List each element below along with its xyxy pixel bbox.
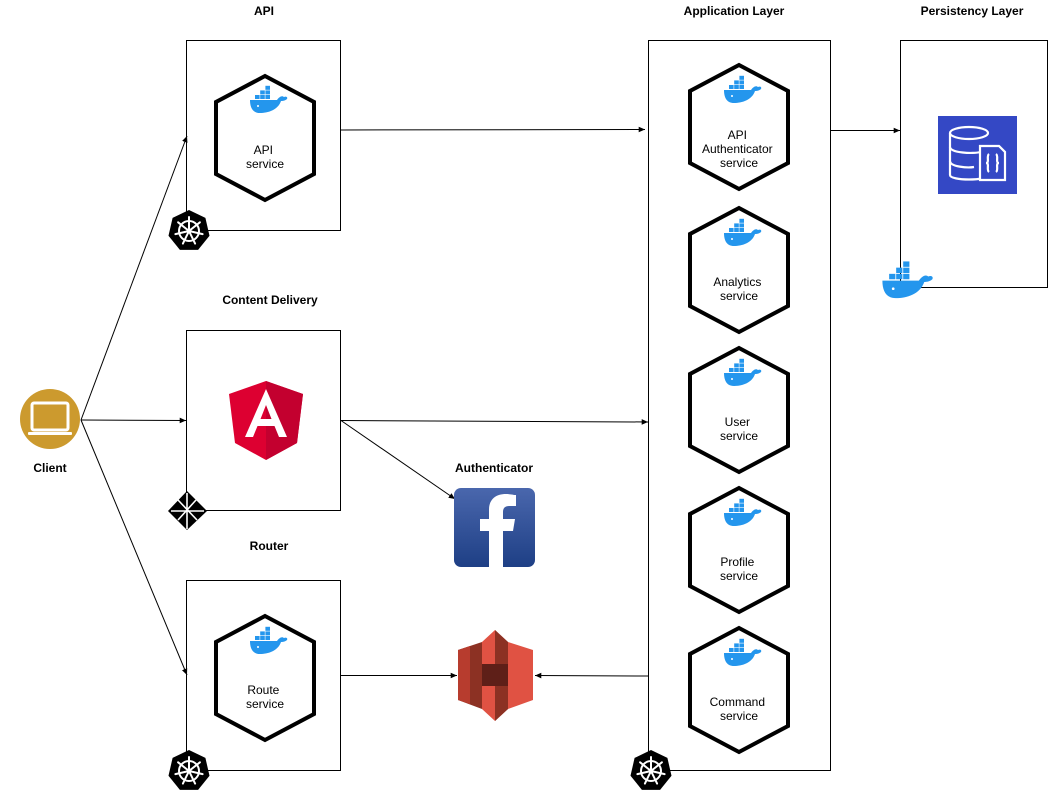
api-service-node[interactable]: API service (214, 73, 316, 203)
api-authenticator-service-hexagon (688, 62, 790, 192)
route-service-label: Route service (246, 683, 284, 711)
api-group-title: API (254, 4, 274, 18)
client-label: Client (33, 461, 66, 475)
netlify-icon (168, 491, 207, 530)
router-group-title: Router (250, 539, 289, 553)
authenticator-title: Authenticator (455, 461, 533, 475)
analytics-service-label: Analytics service (713, 275, 764, 303)
route-service-node[interactable]: Route service (214, 613, 316, 743)
profile-service-label: Profile service (720, 555, 758, 583)
edge-client-to-content-delivery (80, 417, 187, 424)
api-authenticator-service-label: API Authenticator service (702, 128, 776, 170)
angular-icon[interactable] (229, 381, 303, 460)
profile-service-hexagon (688, 485, 790, 615)
edge-content-delivery-to-application-layer (340, 419, 649, 425)
profile-service-node[interactable]: Profile service (688, 485, 790, 615)
persistency-layer-group-title: Persistency Layer (921, 4, 1024, 18)
edge-application-layer-to-s3 (534, 672, 649, 679)
api-authenticator-service-node[interactable]: API Authenticator service (688, 62, 790, 192)
analytics-service-hexagon (688, 205, 790, 335)
command-service-label: Command service (710, 695, 769, 723)
command-service-node[interactable]: Command service (688, 625, 790, 755)
api-service-label: API service (246, 143, 284, 171)
aws-document-db-icon[interactable] (938, 116, 1017, 194)
user-service-label: User service (720, 415, 758, 443)
application-layer-group-title: Application Layer (684, 4, 785, 18)
user-service-hexagon (688, 345, 790, 475)
user-service-node[interactable]: User service (688, 345, 790, 475)
content-delivery-group-title: Content Delivery (222, 293, 318, 307)
edge-client-to-router (80, 419, 188, 676)
route-service-hexagon (214, 613, 316, 743)
edge-content-delivery-to-authenticator (340, 420, 456, 500)
api-service-hexagon (214, 73, 316, 203)
facebook-icon[interactable] (454, 488, 535, 567)
desktop-icon[interactable] (20, 389, 80, 449)
edge-client-to-api (80, 135, 188, 421)
command-service-hexagon (688, 625, 790, 755)
analytics-service-node[interactable]: Analytics service (688, 205, 790, 335)
edge-api-to-application-layer (340, 126, 646, 133)
aws-s3-icon[interactable] (458, 630, 533, 721)
